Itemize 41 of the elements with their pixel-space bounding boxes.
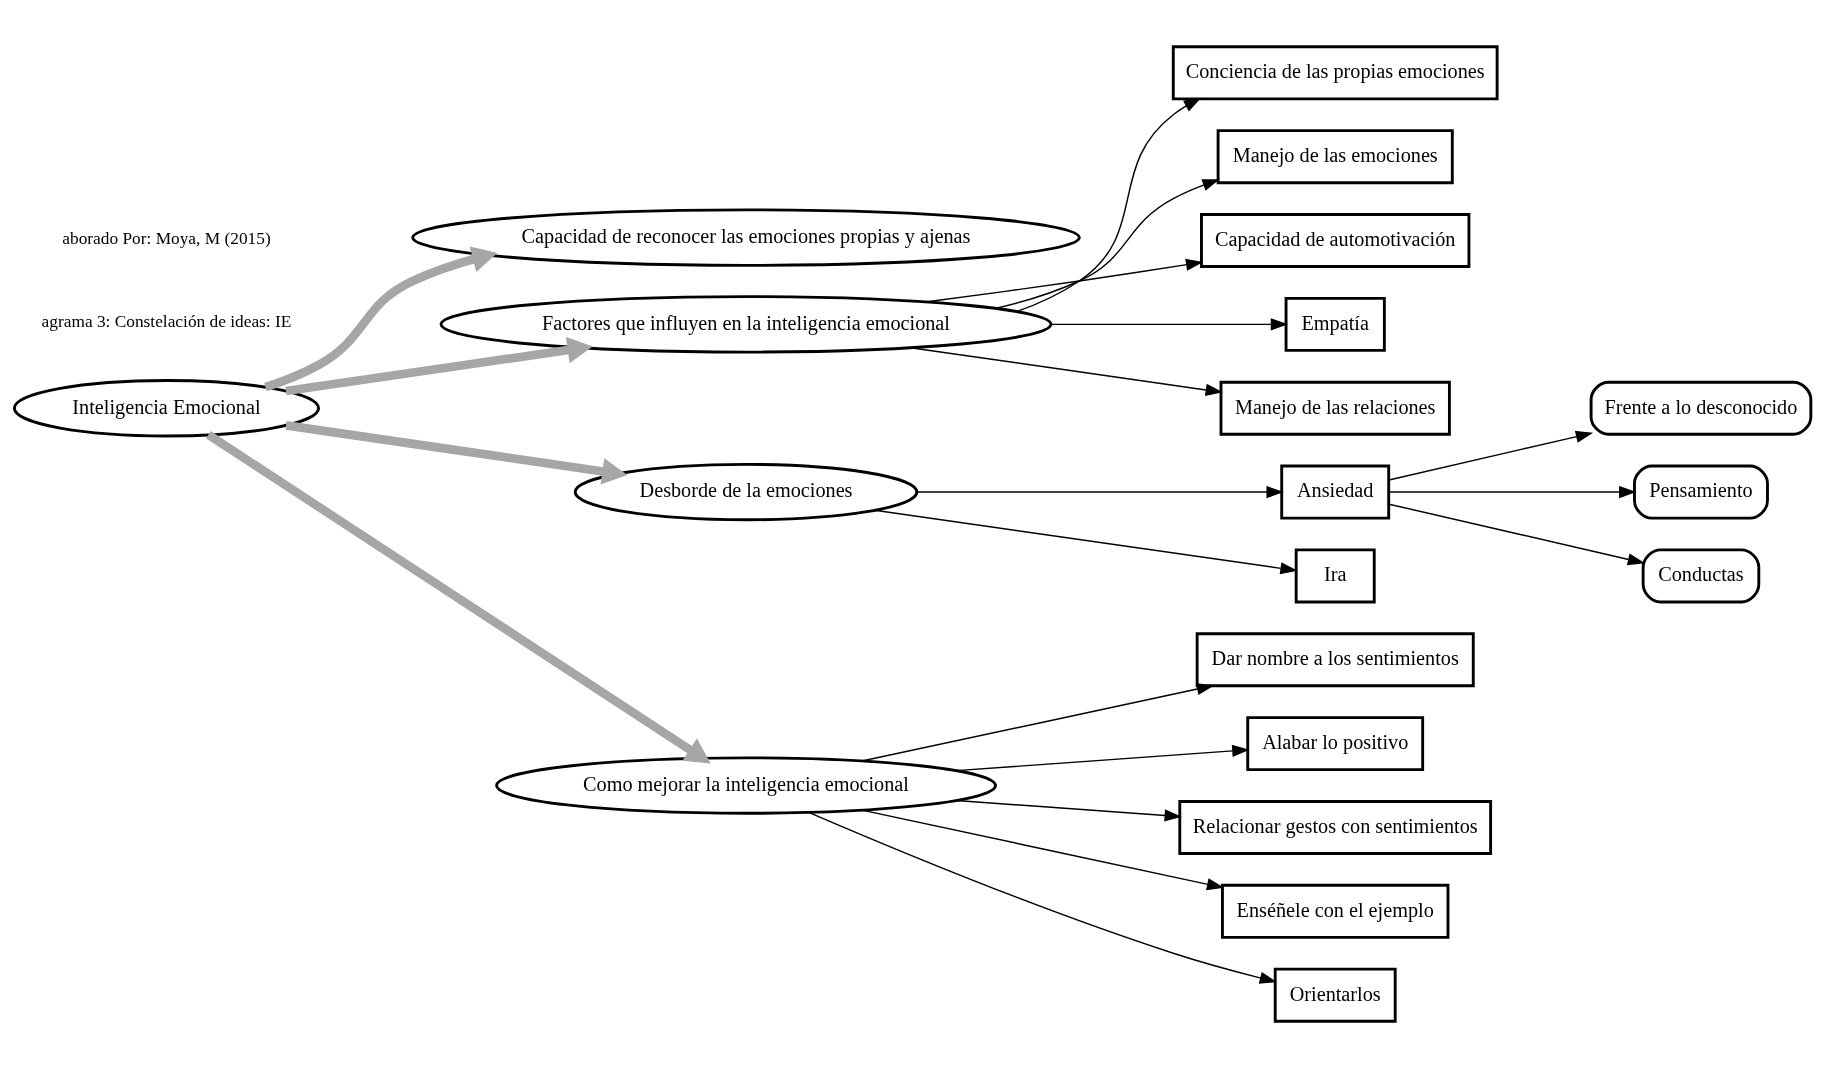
arrow [1388, 502, 1646, 565]
node-box: Pensamiento [1633, 464, 1769, 520]
node-box: Manejo de las relaciones [1219, 380, 1451, 436]
arrow [994, 178, 1220, 309]
node-box: Relacionar gestos con sentimientos [1178, 799, 1493, 855]
arrow [285, 336, 593, 395]
arrow [955, 799, 1182, 821]
node-ellipse: Desborde de la emociones [573, 462, 919, 521]
label: aborado Por: Moya, M (2015) [62, 228, 271, 248]
arrow [873, 509, 1298, 574]
node-box: Capacidad de automotivación [1200, 212, 1471, 268]
arrow [206, 430, 711, 763]
node-box: Manejo de las emociones [1216, 128, 1454, 184]
node-box: Conductas [1641, 547, 1761, 603]
node-ellipse: Como mejorar la inteligencia emocional [495, 755, 997, 815]
node-ellipse: Inteligencia Emocional [12, 378, 321, 437]
node-box: Conciencia de las propias emociones [1171, 44, 1499, 100]
arrow [807, 811, 1278, 984]
node-ellipse: Capacidad de reconocer las emociones propias y ajenas [411, 207, 1081, 267]
arrow [1388, 485, 1637, 498]
node-box: Ansiedad [1280, 464, 1391, 520]
node-box: Ira [1294, 547, 1376, 603]
arrow [955, 744, 1250, 771]
node-box: Enséñele con el ejemplo [1221, 883, 1450, 939]
arrow [1015, 97, 1202, 312]
node-box: Orientarlos [1273, 967, 1397, 1023]
label: agrama 3: Constelación de ideas: IE [41, 311, 292, 331]
arrow [285, 420, 628, 484]
arrow [1388, 430, 1594, 481]
node-box: Alabar lo positivo [1246, 715, 1425, 771]
node-box: Empatía [1284, 296, 1386, 352]
node-box: Frente a lo desconocido [1589, 380, 1813, 436]
arrow [916, 485, 1284, 498]
arrow [924, 258, 1204, 303]
arrow [861, 682, 1215, 762]
arrow [909, 346, 1223, 396]
node-box: Dar nombre a los sentimientos [1195, 631, 1475, 687]
node-ellipse: Factores que influyen en la inteligencia emocional [439, 294, 1053, 354]
arrow [861, 808, 1225, 890]
arrow [1050, 317, 1289, 330]
arrow [264, 245, 498, 391]
